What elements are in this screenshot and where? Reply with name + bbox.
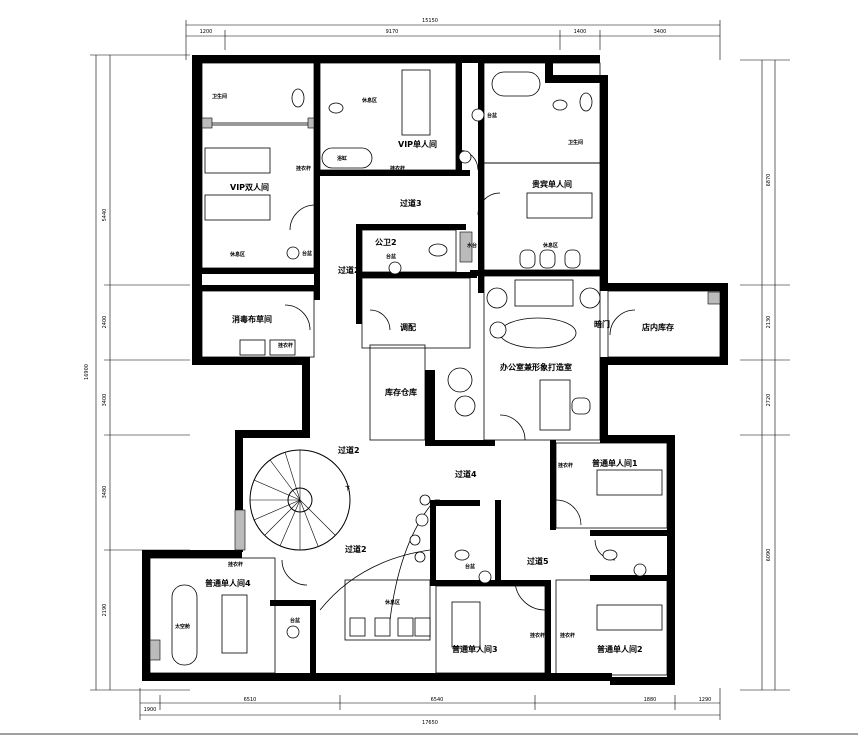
shoe-cabinet-f: 挂衣杆 [560,632,575,639]
stair-down: 下 [345,485,350,492]
bathroom-a: 卫生间 [212,93,227,100]
shoe-cabinet-b: 挂衣杆 [390,165,405,172]
office-image-room: 办公室兼形象打造室 [500,362,572,372]
shoe-cabinet-a: 挂衣杆 [296,165,311,172]
dim-right-seg-4: 6090 [766,549,772,562]
public-toilet-2: 公卫2 [375,238,397,247]
shoe-cabinet-d: 挂衣杆 [228,561,243,568]
dim-right-seg-1: 6870 [766,174,772,187]
walls [142,55,728,685]
guest-single-room: 贵宾单人间 [532,179,572,189]
bathroom-b: 卫生间 [568,139,583,146]
door-swings [281,149,636,611]
dim-bottom-seg-4: 1880 [644,697,657,703]
vip-double-room: VIP双人间 [230,182,269,192]
dark-door: 暗门 [594,319,610,329]
dim-left-seg-1: 5440 [102,209,108,222]
corridor-4: 过道4 [455,469,477,479]
in-store-storage: 店内库存 [642,322,674,332]
dimension-text: 15150 1200 9170 1400 3400 17650 1900 651… [84,18,772,726]
corridor-2-lower: 过道2 [345,544,367,554]
massage-bed-icon [171,69,663,666]
rest-area-a: 休息区 [361,97,377,104]
rest-area-b: 休息区 [229,251,245,258]
dimension-lines [90,20,790,720]
standard-single-room-1: 普通单人间1 [592,458,638,468]
column-hatch [149,117,721,661]
basin-e: 台盆 [465,563,476,570]
basin-b: 台盆 [487,112,498,119]
dim-top-seg-4: 3400 [654,29,667,35]
standard-single-room-3: 普通单人间3 [452,644,498,654]
basin-icon [286,108,647,639]
office-furniture [447,279,601,431]
dim-right-seg-2: 2130 [766,316,772,329]
room-labels: VIP双人间 VIP单人间 贵宾单人间 过道3 公卫2 过道2 消毒布草间 调配… [174,93,674,654]
dim-bottom-seg-1: 1900 [144,707,157,713]
corridor-3: 过道3 [400,198,422,208]
toilet-icon [291,88,618,561]
massage-bed-label: 太空舱 [174,623,191,630]
shoe-cabinet-c: 挂衣杆 [558,462,573,469]
standard-single-room-4: 普通单人间4 [205,578,251,588]
dim-left-seg-5: 2190 [102,604,108,617]
dim-bottom-seg-2: 6510 [244,697,257,703]
bathtub-icon [321,71,541,169]
washing-machine-icon [239,339,431,637]
dim-right-seg-3: 2720 [766,394,772,407]
shoe-cabinet-g: 挂衣杆 [278,342,293,349]
corridor-2-middle: 过道2 [338,445,360,455]
disinfection-linen-room: 消毒布草间 [232,314,272,324]
dim-left-total: 16900 [84,364,90,380]
basin-c: 台盆 [386,253,397,260]
standard-single-room-2: 普通单人间2 [597,644,643,654]
dim-left-seg-2: 2400 [102,316,108,329]
basin-a: 台盆 [302,250,313,257]
corridor-5: 过道5 [527,556,549,566]
corridor-2-upper: 过道2 [338,265,360,275]
dim-left-seg-3: 3400 [102,394,108,407]
bath-tub-a: 浴缸 [337,155,347,162]
dim-left-seg-4: 3480 [102,486,108,499]
chair-icon [519,249,581,269]
dim-bottom-seg-3: 6540 [431,697,444,703]
fixtures [149,69,721,666]
dim-top-seg-1: 1200 [200,29,213,35]
vip-single-room: VIP单人间 [398,139,437,149]
dim-bottom-total: 17650 [422,720,438,726]
rest-area-d: 休息区 [384,599,400,606]
interior-lines [149,62,721,676]
shoe-cabinet-e: 挂衣杆 [530,632,545,639]
prep-room: 调配 [400,322,416,332]
basin-d: 台盆 [290,617,301,624]
storage-warehouse: 库存仓库 [385,387,417,397]
dim-bottom-seg-5: 1290 [699,697,712,703]
rest-area-c: 休息区 [542,242,558,249]
decor-circle-icon [409,494,431,563]
spiral-stair [249,449,351,551]
dim-top-total: 15150 [422,18,438,24]
dim-top-seg-3: 1400 [574,29,587,35]
waterproof-mark: 水台 [466,242,477,249]
dim-top-seg-2: 9170 [386,29,399,35]
